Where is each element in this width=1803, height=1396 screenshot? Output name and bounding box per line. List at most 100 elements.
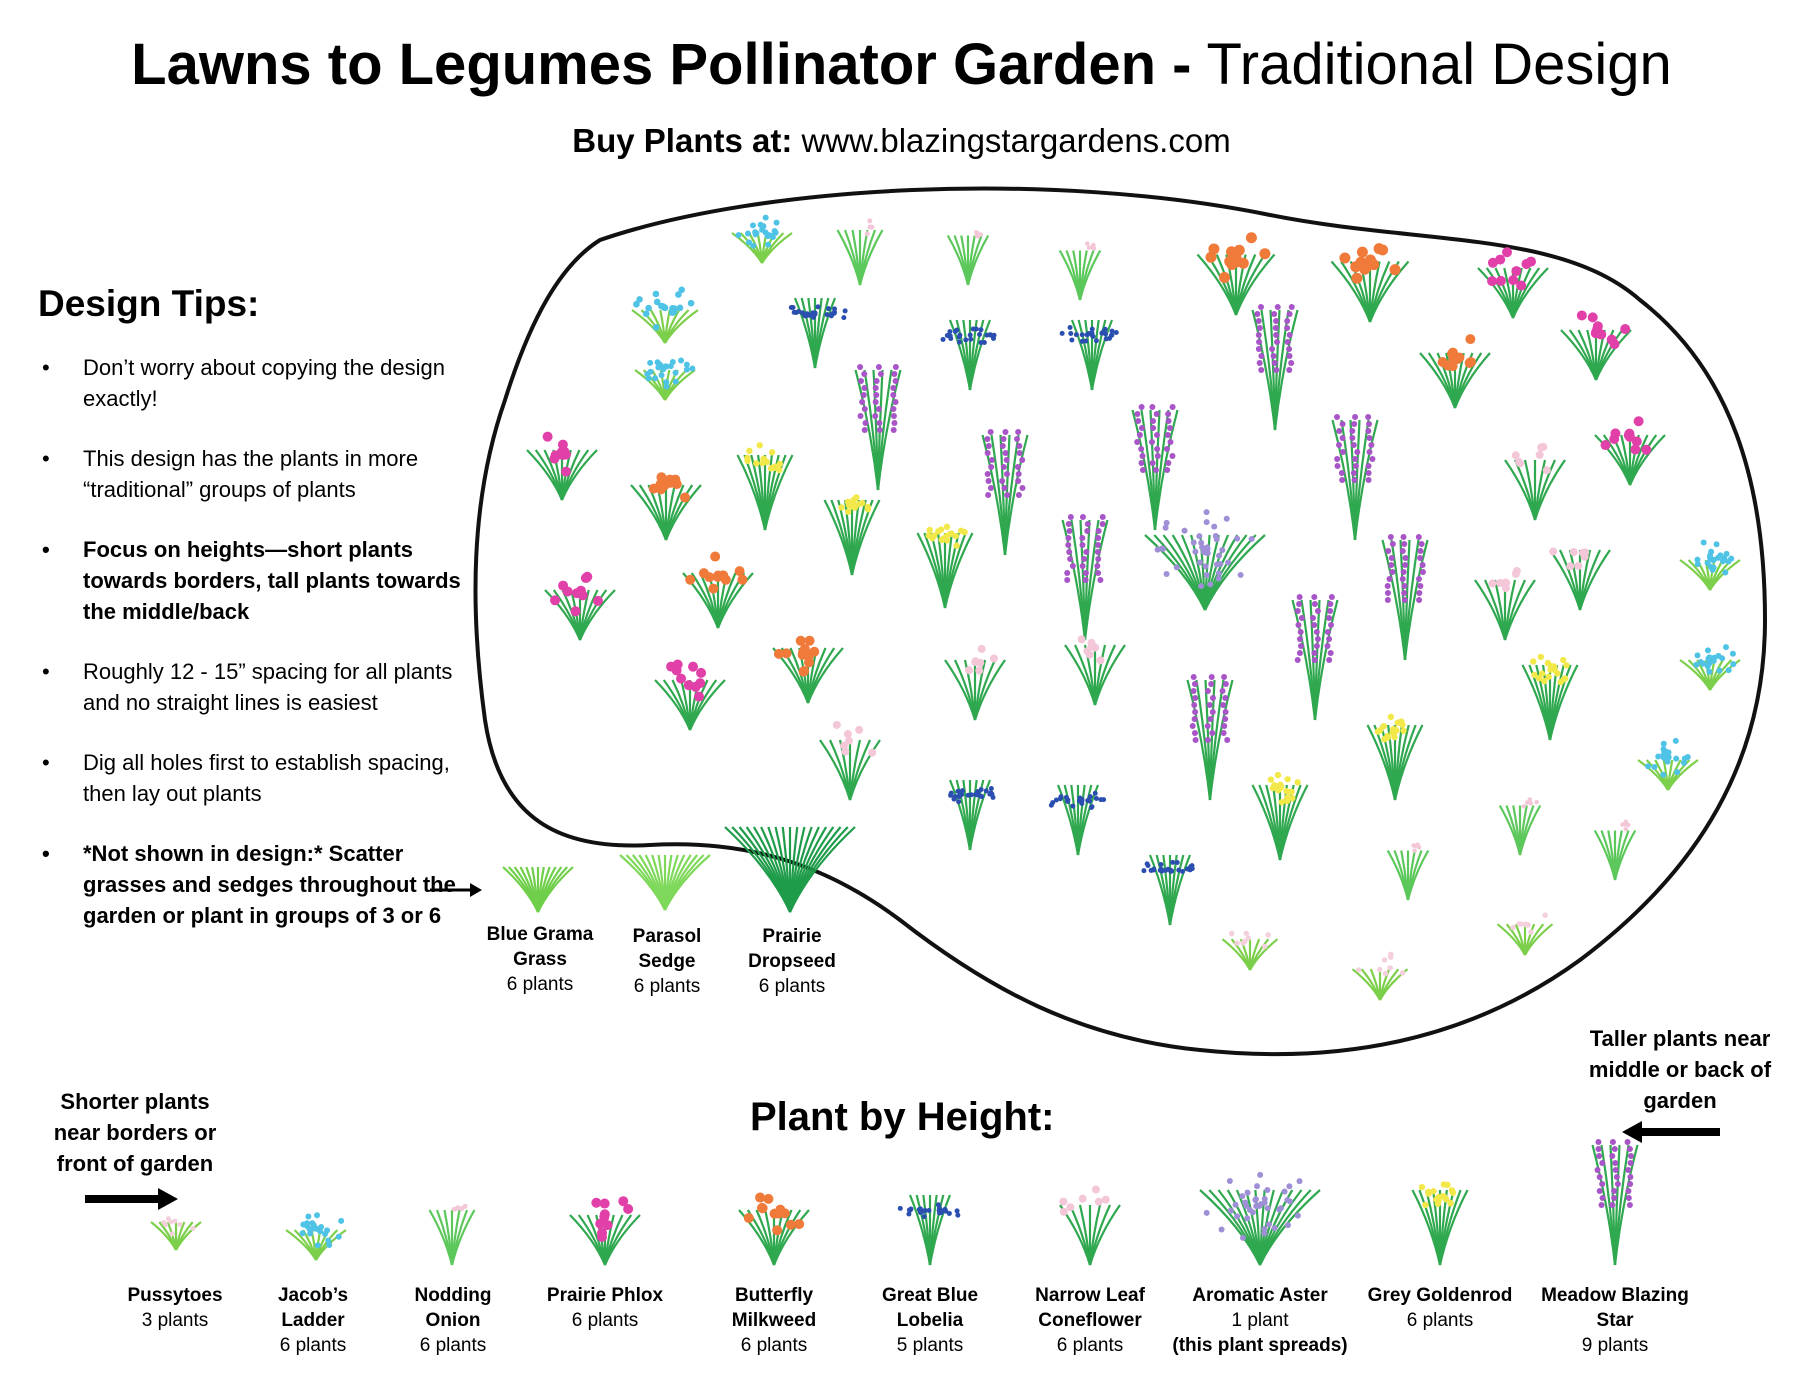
design-tips-heading: Design Tips: bbox=[38, 283, 260, 324]
grey-goldenrod-icon bbox=[1251, 771, 1309, 861]
great-blue-lobelia-icon bbox=[940, 319, 997, 391]
butterfly-milkweed-icon bbox=[1330, 243, 1410, 323]
plant-by-height-heading: Plant by Height: bbox=[750, 1095, 1055, 1139]
narrow-leaf-coneflower-icon bbox=[819, 720, 881, 801]
plant-label: Pussytoes 3 plants bbox=[127, 1285, 223, 1331]
grass-label: Blue Grama Grass 6 plants bbox=[486, 924, 594, 995]
prairie-phlox-icon bbox=[1560, 310, 1632, 381]
meadow-blazing-star-icon bbox=[1591, 1139, 1639, 1266]
shorter-plants-note: Shorter plants near borders or front of … bbox=[53, 1089, 217, 1176]
pussytoes-icon bbox=[1221, 930, 1279, 971]
grey-goldenrod-icon bbox=[823, 494, 881, 576]
tip-item: Dig all holes first to establish spacing… bbox=[38, 747, 468, 809]
tip-item: Roughly 12 - 15” spacing for all plants … bbox=[38, 656, 468, 718]
parasol-sedge-icon bbox=[619, 854, 711, 911]
jacobs-ladder-icon bbox=[285, 1212, 347, 1261]
great-blue-lobelia-icon bbox=[1048, 784, 1107, 856]
jacobs-ladder-icon bbox=[731, 214, 793, 264]
plant-label: Nodding Onion 6 plants bbox=[414, 1285, 492, 1356]
tip-item: *Not shown in design:* Scatter grasses a… bbox=[38, 838, 468, 931]
arrow-shorter-plants bbox=[85, 1188, 178, 1210]
pussytoes-icon bbox=[1496, 912, 1554, 956]
pussytoes-icon bbox=[1351, 951, 1409, 1001]
taller-plants-note: Taller plants near middle or back of gar… bbox=[1588, 1026, 1772, 1113]
blue-grama-grass-icon bbox=[502, 866, 574, 913]
jacobs-ladder-icon bbox=[1679, 644, 1741, 691]
prairie-dropseed-icon bbox=[724, 826, 856, 913]
arrow-taller-plants bbox=[1622, 1121, 1720, 1143]
butterfly-milkweed-icon bbox=[1196, 232, 1276, 316]
aromatic-aster-icon bbox=[1199, 1171, 1321, 1266]
meadow-blazing-star-icon bbox=[1131, 404, 1179, 531]
meadow-blazing-star-icon bbox=[1331, 414, 1379, 541]
jacobs-ladder-icon bbox=[631, 286, 699, 344]
grey-goldenrod-icon bbox=[1521, 653, 1579, 741]
plant-label: Jacob’s Ladder 6 plants bbox=[277, 1285, 349, 1356]
meadow-blazing-star-icon bbox=[854, 364, 902, 491]
prairie-phlox-icon bbox=[1594, 416, 1666, 486]
aromatic-aster-icon bbox=[1144, 509, 1266, 611]
great-blue-lobelia-icon bbox=[948, 779, 996, 851]
butterfly-milkweed-icon bbox=[738, 1192, 810, 1266]
butterfly-milkweed-icon bbox=[1419, 334, 1491, 409]
great-blue-lobelia-icon bbox=[897, 1194, 961, 1266]
design-tips-list: Don’t worry about copying the design exa… bbox=[38, 352, 468, 960]
butterfly-milkweed-icon bbox=[772, 635, 844, 704]
garden-bed-outline bbox=[473, 186, 1768, 1057]
title-bold: Lawns to Legumes Pollinator Garden - bbox=[131, 32, 1192, 97]
prairie-phlox-icon bbox=[569, 1196, 641, 1266]
nodding-onion-icon bbox=[428, 1203, 476, 1266]
narrow-leaf-coneflower-icon bbox=[1064, 635, 1126, 706]
prairie-phlox-icon bbox=[544, 571, 616, 641]
page-title: Lawns to Legumes Pollinator Garden - Tra… bbox=[0, 30, 1803, 100]
buy-url[interactable]: www.blazingstargardens.com bbox=[801, 122, 1231, 159]
butterfly-milkweed-icon bbox=[630, 472, 702, 541]
grey-goldenrod-icon bbox=[736, 442, 794, 531]
plant-label: Narrow Leaf Coneflower 6 plants bbox=[1035, 1285, 1145, 1356]
narrow-leaf-coneflower-icon bbox=[1059, 1185, 1121, 1266]
narrow-leaf-coneflower-icon bbox=[1504, 442, 1566, 521]
grey-goldenrod-icon bbox=[1366, 713, 1424, 801]
plant-label: Butterfly Milkweed 6 plants bbox=[731, 1285, 817, 1356]
meadow-blazing-star-icon bbox=[1291, 594, 1339, 721]
great-blue-lobelia-icon bbox=[1059, 319, 1119, 391]
grey-goldenrod-icon bbox=[1411, 1181, 1469, 1266]
jacobs-ladder-icon bbox=[1637, 737, 1699, 791]
tip-item: Don’t worry about copying the design exa… bbox=[38, 352, 468, 414]
tip-item: This design has the plants in more “trad… bbox=[38, 443, 468, 505]
jacobs-ladder-icon bbox=[634, 357, 696, 401]
nodding-onion-icon bbox=[1498, 797, 1542, 856]
great-blue-lobelia-icon bbox=[1141, 854, 1195, 926]
plant-label: Prairie Phlox 6 plants bbox=[546, 1285, 664, 1331]
narrow-leaf-coneflower-icon bbox=[1474, 567, 1536, 641]
prairie-phlox-icon bbox=[1477, 247, 1549, 319]
grey-goldenrod-icon bbox=[916, 523, 974, 609]
meadow-blazing-star-icon bbox=[1061, 514, 1109, 641]
meadow-blazing-star-icon bbox=[1186, 674, 1234, 801]
meadow-blazing-star-icon bbox=[981, 429, 1029, 556]
great-blue-lobelia-icon bbox=[788, 297, 848, 369]
plant-label: Grey Goldenrod 6 plants bbox=[1367, 1285, 1513, 1331]
buy-line: Buy Plants at: www.blazingstargardens.co… bbox=[0, 122, 1803, 160]
meadow-blazing-star-icon bbox=[1381, 534, 1429, 661]
nodding-onion-icon bbox=[1593, 819, 1637, 881]
title-light: Traditional Design bbox=[1206, 32, 1672, 97]
plant-label: Meadow Blazing Star 9 plants bbox=[1541, 1285, 1689, 1356]
nodding-onion-icon bbox=[836, 218, 884, 286]
tip-item: Focus on heights—short plants towards bo… bbox=[38, 534, 468, 627]
jacobs-ladder-icon bbox=[1679, 539, 1741, 591]
nodding-onion-icon bbox=[946, 230, 990, 286]
nodding-onion-icon bbox=[1058, 241, 1102, 301]
plant-label: Aromatic Aster 1 plant (this plant sprea… bbox=[1172, 1285, 1348, 1356]
grass-label: Prairie Dropseed 6 plants bbox=[748, 926, 836, 997]
nodding-onion-icon bbox=[1386, 842, 1430, 901]
plant-label: Great Blue Lobelia 5 plants bbox=[881, 1285, 979, 1356]
meadow-blazing-star-icon bbox=[1251, 304, 1299, 431]
narrow-leaf-coneflower-icon bbox=[944, 644, 1006, 721]
butterfly-milkweed-icon bbox=[682, 551, 754, 629]
buy-label: Buy Plants at: bbox=[572, 122, 793, 159]
pussytoes-icon bbox=[150, 1216, 202, 1251]
arrow-to-grasses bbox=[430, 883, 482, 897]
narrow-leaf-coneflower-icon bbox=[1549, 547, 1611, 611]
